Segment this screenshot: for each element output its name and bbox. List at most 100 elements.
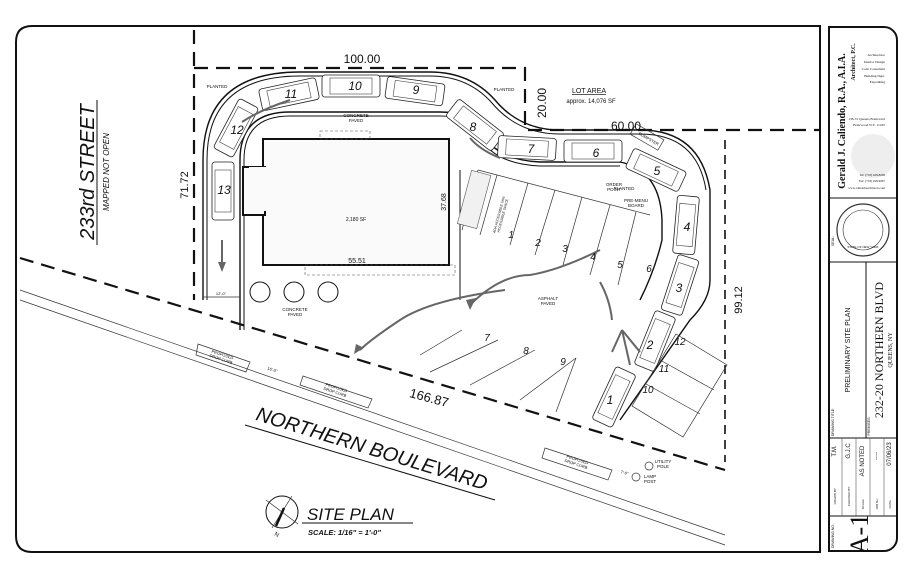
dim-notch: 20.00 [535,88,549,118]
lot-area-label: LOT AREA [572,88,606,95]
dim-bottom: 166.87 [408,385,450,410]
dim-driveway: 12'-0" [216,291,227,296]
firm-type: Architect, P.C. [851,43,857,81]
svg-text:6: 6 [646,264,652,275]
website: www.caliendoarchitects.com [848,186,885,190]
drawing-number: A-1 [845,514,874,552]
svg-text:7: 7 [528,142,536,156]
queue-car-4 [672,195,700,255]
stall-numbers: 1 2 3 4 5 6 7 8 9 10 11 12 [484,230,686,396]
street-name-underline [244,424,496,501]
svg-text:2: 2 [646,338,654,352]
scale-label: SCALE: [861,498,865,509]
drop-curb-label-1: PROPOSEDDROP CURB [209,348,235,365]
svg-text:5: 5 [617,260,623,271]
svg-text:3: 3 [562,244,568,255]
queue-car-10 [321,74,381,98]
north-label: N [273,532,280,539]
queue-car-12 [213,98,259,158]
queue-car-2 [634,310,676,372]
service-5: Expediting [870,80,886,84]
title-block: Gerald J. Caliendo, R.A., A.I.A. Archite… [828,26,898,552]
premises-address: 232-20 NORTHERN BLVD [872,282,886,419]
queue-car-numbers: 1 2 3 4 5 6 7 8 9 10 11 12 13 [217,79,690,407]
planted-label-3: PLANTED [614,186,636,191]
dim-lamp-offset: 7'-0" [620,469,630,476]
svg-text:12: 12 [230,123,244,137]
svg-text:9: 9 [413,83,420,97]
dim-building-depth: 37.68 [441,193,448,211]
sheet-border [15,25,821,553]
checked-by-label: CHECKED BY: [847,486,851,506]
svg-text:11: 11 [659,364,669,375]
planted-label-2: PLANTED [494,87,516,92]
building-area: 2,180 SF [346,217,366,223]
building-footprint [242,130,461,300]
queue-car-1 [592,366,636,428]
svg-text:10: 10 [642,385,654,396]
address-line-1: 138-72 Queens Boulevard [848,117,885,121]
queue-car-13 [211,161,235,221]
queue-car-6 [563,139,623,163]
svg-text:12: 12 [674,337,686,348]
lot-area-value: approx. 14,076 SF [566,99,616,105]
date-value: 07/06/23 [887,442,893,466]
fax: Fax: (718) 268-9097 [859,179,886,183]
ada-space-label: ADA ACCESSIBLE VANACCESSIBLE SPACE [492,196,510,235]
svg-text:2: 2 [534,238,541,249]
svg-text:1: 1 [607,393,614,407]
planted-label-1: PLANTED [207,84,229,89]
svg-text:9: 9 [560,357,566,368]
parking-stalls-east [631,333,728,438]
queue-car-3 [660,254,700,316]
svg-text:4: 4 [684,220,691,234]
service-3: Code Consultant [862,67,885,71]
property-line [19,30,820,472]
svg-text:5: 5 [654,164,661,178]
svg-text:3: 3 [676,281,683,295]
planters [249,281,339,303]
svg-text:13: 13 [217,183,231,197]
drawing-no-label: DRAWING NO: [831,524,835,548]
checked-by-value: G.J.C [846,443,852,459]
dim-right: 99.12 [733,286,745,314]
seal-icon [836,203,890,257]
service-1: Architecture [868,53,886,57]
job-no-value: ----- [874,452,880,461]
lamp-post-icon [631,472,641,482]
drop-curbs [195,343,613,481]
service-4: Building Dept. [864,74,885,78]
svg-text:8: 8 [470,120,477,134]
drawing-scale: SCALE: 1/16" = 1'-0" [308,528,381,537]
svg-text:1: 1 [508,230,514,241]
drawing-title: SITE PLAN [307,505,395,524]
svg-text:6: 6 [593,146,600,160]
drop-curb-label-3: PROPOSEDDROP CURB [564,453,590,470]
utility-pole-icon [644,461,654,471]
drawing-title-label: DRAWING TITLE: [831,408,835,436]
dim-top-right: 60.00 [611,119,641,133]
svg-text:8: 8 [523,346,529,357]
job-no-label: JOB No: [875,498,879,510]
phone: Tel: (718) 268-8008 [859,173,885,177]
dim-left: 71.72 [179,171,191,199]
premises-label: PREMISES: [867,416,871,435]
seal-text: STATE OF NEW YORK [847,245,878,249]
parking-stalls-south [419,329,577,413]
queue-car-9 [384,76,446,107]
svg-text:7: 7 [484,333,490,344]
drawing-title-value: PRELIMINARY SITE PLAN [845,308,852,393]
queue-car-11 [258,77,320,111]
svg-text:4: 4 [590,252,596,263]
svg-text:11: 11 [285,87,297,101]
queue-car-7 [497,135,557,161]
date-label: DATE: [888,500,892,509]
